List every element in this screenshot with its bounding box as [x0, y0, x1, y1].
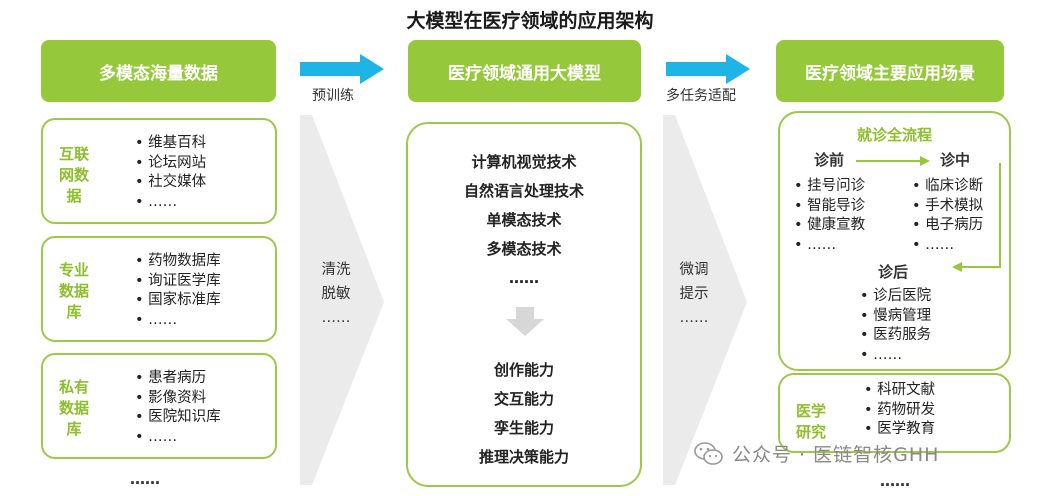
- watermark-text: 公众号 · 医链智核GHH: [732, 444, 940, 466]
- source-list: 维基百科 论坛网站 社交媒体 ……: [135, 134, 206, 212]
- watermark: 公众号 · 医链智核GHH: [694, 440, 939, 467]
- list-item: 智能导诊: [794, 197, 865, 217]
- right-more-ellipsis: ……: [880, 472, 910, 490]
- arrow-down-left-icon: [952, 163, 1001, 272]
- list-item: 电子病历: [912, 216, 983, 236]
- post-visit-list: 诊后医院 慢病管理 医药服务 ……: [860, 287, 931, 365]
- list-item: 诊后医院: [860, 287, 931, 307]
- header-middle: 医疗领域通用大模型: [408, 40, 641, 102]
- tech-item: 计算机视觉技术: [471, 153, 577, 171]
- list-item: 挂号问诊: [794, 177, 865, 197]
- wechat-icon: [694, 441, 723, 465]
- source-box-professional: 专业数据库 药物数据库 询证医学库 国家标准库 ……: [41, 236, 277, 342]
- left-more-ellipsis: ……: [130, 470, 160, 488]
- pretrain-label: 预训练: [312, 88, 354, 104]
- ability-item: 推理决策能力: [478, 448, 569, 466]
- tech-item: 多模态技术: [486, 240, 562, 258]
- list-item: 手术模拟: [912, 197, 983, 217]
- list-item: ……: [135, 428, 221, 448]
- source-list: 药物数据库 询证医学库 国家标准库 ……: [135, 252, 221, 330]
- list-item: 社交媒体: [135, 173, 206, 193]
- header-right: 医疗领域主要应用场景: [776, 40, 1004, 102]
- list-item: 临床诊断: [912, 177, 983, 197]
- list-item: 医院知识库: [135, 408, 221, 428]
- source-box-private: 私有数据库 患者病历 影像资料 医院知识库 ……: [41, 353, 277, 459]
- research-list: 科研文献 药物研发 医学教育: [864, 381, 935, 440]
- down-arrow-icon: [506, 307, 544, 336]
- list-item: 维基百科: [135, 134, 206, 154]
- list-item: 论坛网站: [135, 154, 206, 174]
- process-text-1: 清洗 脱敏 ……: [321, 262, 351, 326]
- tech-item: 自然语言处理技术: [463, 182, 584, 200]
- research-label: 医学研究: [795, 402, 826, 441]
- ability-item: 交互能力: [493, 390, 554, 408]
- pre-visit-title: 诊前: [814, 151, 845, 169]
- tech-item: 单模态技术: [486, 211, 562, 229]
- during-visit-title: 诊中: [940, 151, 971, 169]
- model-box: 计算机视觉技术 自然语言处理技术 单模态技术 多模态技术 …… 创作能力 交互能…: [406, 122, 642, 487]
- arrow-right-icon: [856, 156, 930, 166]
- list-item: ……: [135, 311, 221, 331]
- list-item: ……: [794, 236, 865, 256]
- source-label: 互联网数据: [58, 145, 89, 205]
- process-text-2: 微调 提示 ……: [679, 262, 709, 326]
- list-item: ……: [860, 346, 931, 366]
- process-chevron-2: [663, 115, 747, 485]
- source-label: 专业数据库: [58, 261, 89, 321]
- post-visit-title: 诊后: [878, 263, 909, 281]
- workflow-title: 就诊全流程: [856, 126, 932, 144]
- research-box: 医学研究 科研文献 药物研发 医学教育: [778, 373, 1011, 453]
- ability-item: 创作能力: [493, 361, 554, 379]
- source-box-internet: 互联网数据 维基百科 论坛网站 社交媒体 ……: [41, 118, 277, 224]
- list-item: 药物研发: [864, 401, 935, 421]
- source-list: 患者病历 影像资料 医院知识库 ……: [135, 369, 221, 447]
- list-item: 医药服务: [860, 326, 931, 346]
- list-item: 药物数据库: [135, 252, 221, 272]
- list-item: 患者病历: [135, 369, 221, 389]
- list-item: 国家标准库: [135, 291, 221, 311]
- tech-list: 计算机视觉技术 自然语言处理技术 单模态技术 多模态技术 ……: [408, 148, 640, 293]
- adapt-arrow-icon: [666, 54, 750, 84]
- pretrain-arrow-icon: [300, 54, 384, 84]
- list-item: 询证医学库: [135, 272, 221, 292]
- list-item: 健康宣教: [794, 216, 865, 236]
- adapt-label: 多任务适配: [666, 88, 736, 104]
- list-item: 科研文献: [864, 381, 935, 401]
- source-label: 私有数据库: [58, 378, 89, 438]
- diagram-title: 大模型在医疗领域的应用架构: [406, 10, 654, 32]
- list-item: 影像资料: [135, 389, 221, 409]
- ability-item: 孪生能力: [493, 419, 554, 437]
- list-item: 慢病管理: [860, 307, 931, 327]
- ability-list: 创作能力 交互能力 孪生能力 推理决策能力: [408, 356, 640, 472]
- during-visit-list: 临床诊断 手术模拟 电子病历 ……: [912, 177, 983, 255]
- header-left: 多模态海量数据: [41, 40, 276, 102]
- list-item: ……: [135, 193, 206, 213]
- process-chevron-1: [300, 115, 384, 485]
- list-item: ……: [912, 236, 983, 256]
- workflow-box: 就诊全流程 诊前 诊中 挂号问诊 智能导诊 健康宣教 …… 临床诊断 手术模拟 …: [778, 111, 1011, 371]
- list-item: 医学教育: [864, 420, 935, 440]
- tech-item: ……: [509, 269, 539, 287]
- pre-visit-list: 挂号问诊 智能导诊 健康宣教 ……: [794, 177, 865, 255]
